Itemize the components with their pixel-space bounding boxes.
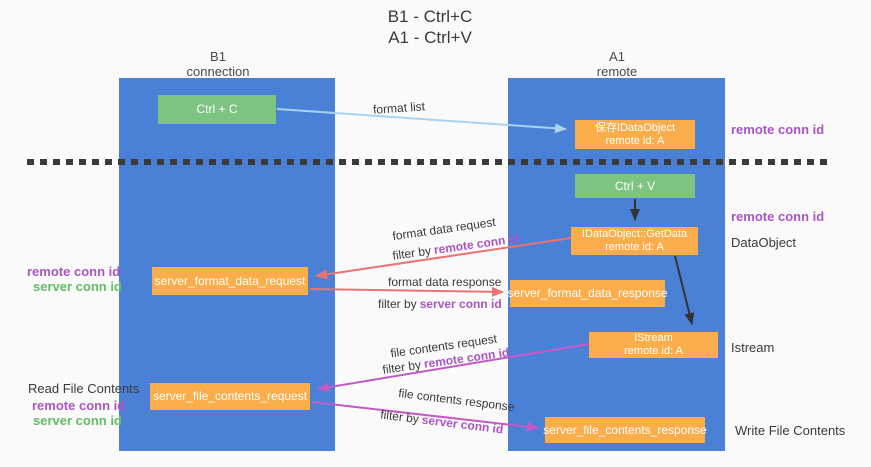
node-server-file-contents-response: server_file_contents_response xyxy=(543,417,707,443)
annotation-server-conn-id-left-1: server conn id xyxy=(33,279,122,294)
node-ctrl-v-label: Ctrl + V xyxy=(614,178,656,193)
annotation-read-file-contents: Read File Contents xyxy=(28,381,140,396)
node-server-format-data-response-label: server_format_data_response xyxy=(507,286,668,300)
node-server-file-contents-request-label: server_file_contents_request xyxy=(152,389,308,403)
column-header-a1: A1 remote xyxy=(557,49,677,79)
filter-by-text: filter by xyxy=(391,243,432,263)
node-server-format-data-response: server_format_data_response xyxy=(507,280,668,307)
filter-by-text: filter by xyxy=(381,357,422,377)
server-conn-id-text: server conn id xyxy=(420,412,505,437)
node-server-format-data-request: server_format_data_request xyxy=(152,267,308,295)
label-format-list: format list xyxy=(372,99,426,117)
annotation-remote-conn-id-left-1: remote conn id xyxy=(27,264,121,279)
node-idataobject-getdata: IDataObject::GetData remote id: A xyxy=(571,227,698,255)
node-ctrl-c: Ctrl + C xyxy=(158,95,276,124)
column-a1-name: A1 xyxy=(609,49,625,64)
title-line-2: A1 - Ctrl+V xyxy=(388,28,472,47)
column-header-b1: B1 connection xyxy=(158,49,278,79)
filter-by-text: filter by xyxy=(378,297,417,311)
annotation-remote-conn-id-mid: remote conn id xyxy=(731,209,825,224)
node-server-format-data-request-label: server_format_data_request xyxy=(154,273,306,288)
title-line-1: B1 - Ctrl+C xyxy=(387,7,473,26)
annotation-remote-conn-id-left-2: remote conn id xyxy=(32,398,126,413)
node-save-idataobject: 保存IDataObject remote id: A xyxy=(575,120,695,149)
node-ctrl-v: Ctrl + V xyxy=(575,174,695,198)
annotation-remote-conn-id-top: remote conn id xyxy=(731,122,825,137)
diagram-title: B1 - Ctrl+C A1 - Ctrl+V xyxy=(330,6,530,48)
node-save-idataobject-line1: 保存IDataObject xyxy=(594,121,676,134)
node-server-file-contents-response-label: server_file_contents_response xyxy=(543,422,707,437)
annotation-istream: Istream xyxy=(731,340,775,355)
column-a1-role: remote xyxy=(596,64,638,79)
label-file-contents-response: file contents response xyxy=(397,385,516,415)
annotation-server-conn-id-left-2: server conn id xyxy=(33,413,122,428)
node-istream-line1: IStream xyxy=(634,332,673,344)
node-istream: IStream remote id: A xyxy=(589,332,718,358)
node-server-file-contents-request: server_file_contents_request xyxy=(150,383,310,410)
annotation-write-file-contents: Write File Contents xyxy=(735,423,846,438)
node-ctrl-c-label: Ctrl + C xyxy=(196,102,238,116)
node-save-idataobject-line2: remote id: A xyxy=(605,134,665,147)
format-data-response-arrow xyxy=(309,286,504,297)
node-getdata-line1: IDataObject::GetData xyxy=(581,228,688,240)
label-format-data-response: format data response xyxy=(388,275,502,289)
label-filter-by-server-conn-id-2: filter byserver conn id xyxy=(380,408,505,437)
filter-by-text: filter by xyxy=(379,407,420,427)
node-istream-line2: remote id: A xyxy=(624,345,683,357)
column-b1-role: connection xyxy=(186,64,250,79)
annotation-dataobject: DataObject xyxy=(731,235,797,250)
server-conn-id-text: server conn id xyxy=(419,297,502,311)
node-getdata-line2: remote id: A xyxy=(605,241,664,253)
phase-separator-dashed-line xyxy=(27,159,832,165)
column-b1-name: B1 xyxy=(210,49,226,64)
